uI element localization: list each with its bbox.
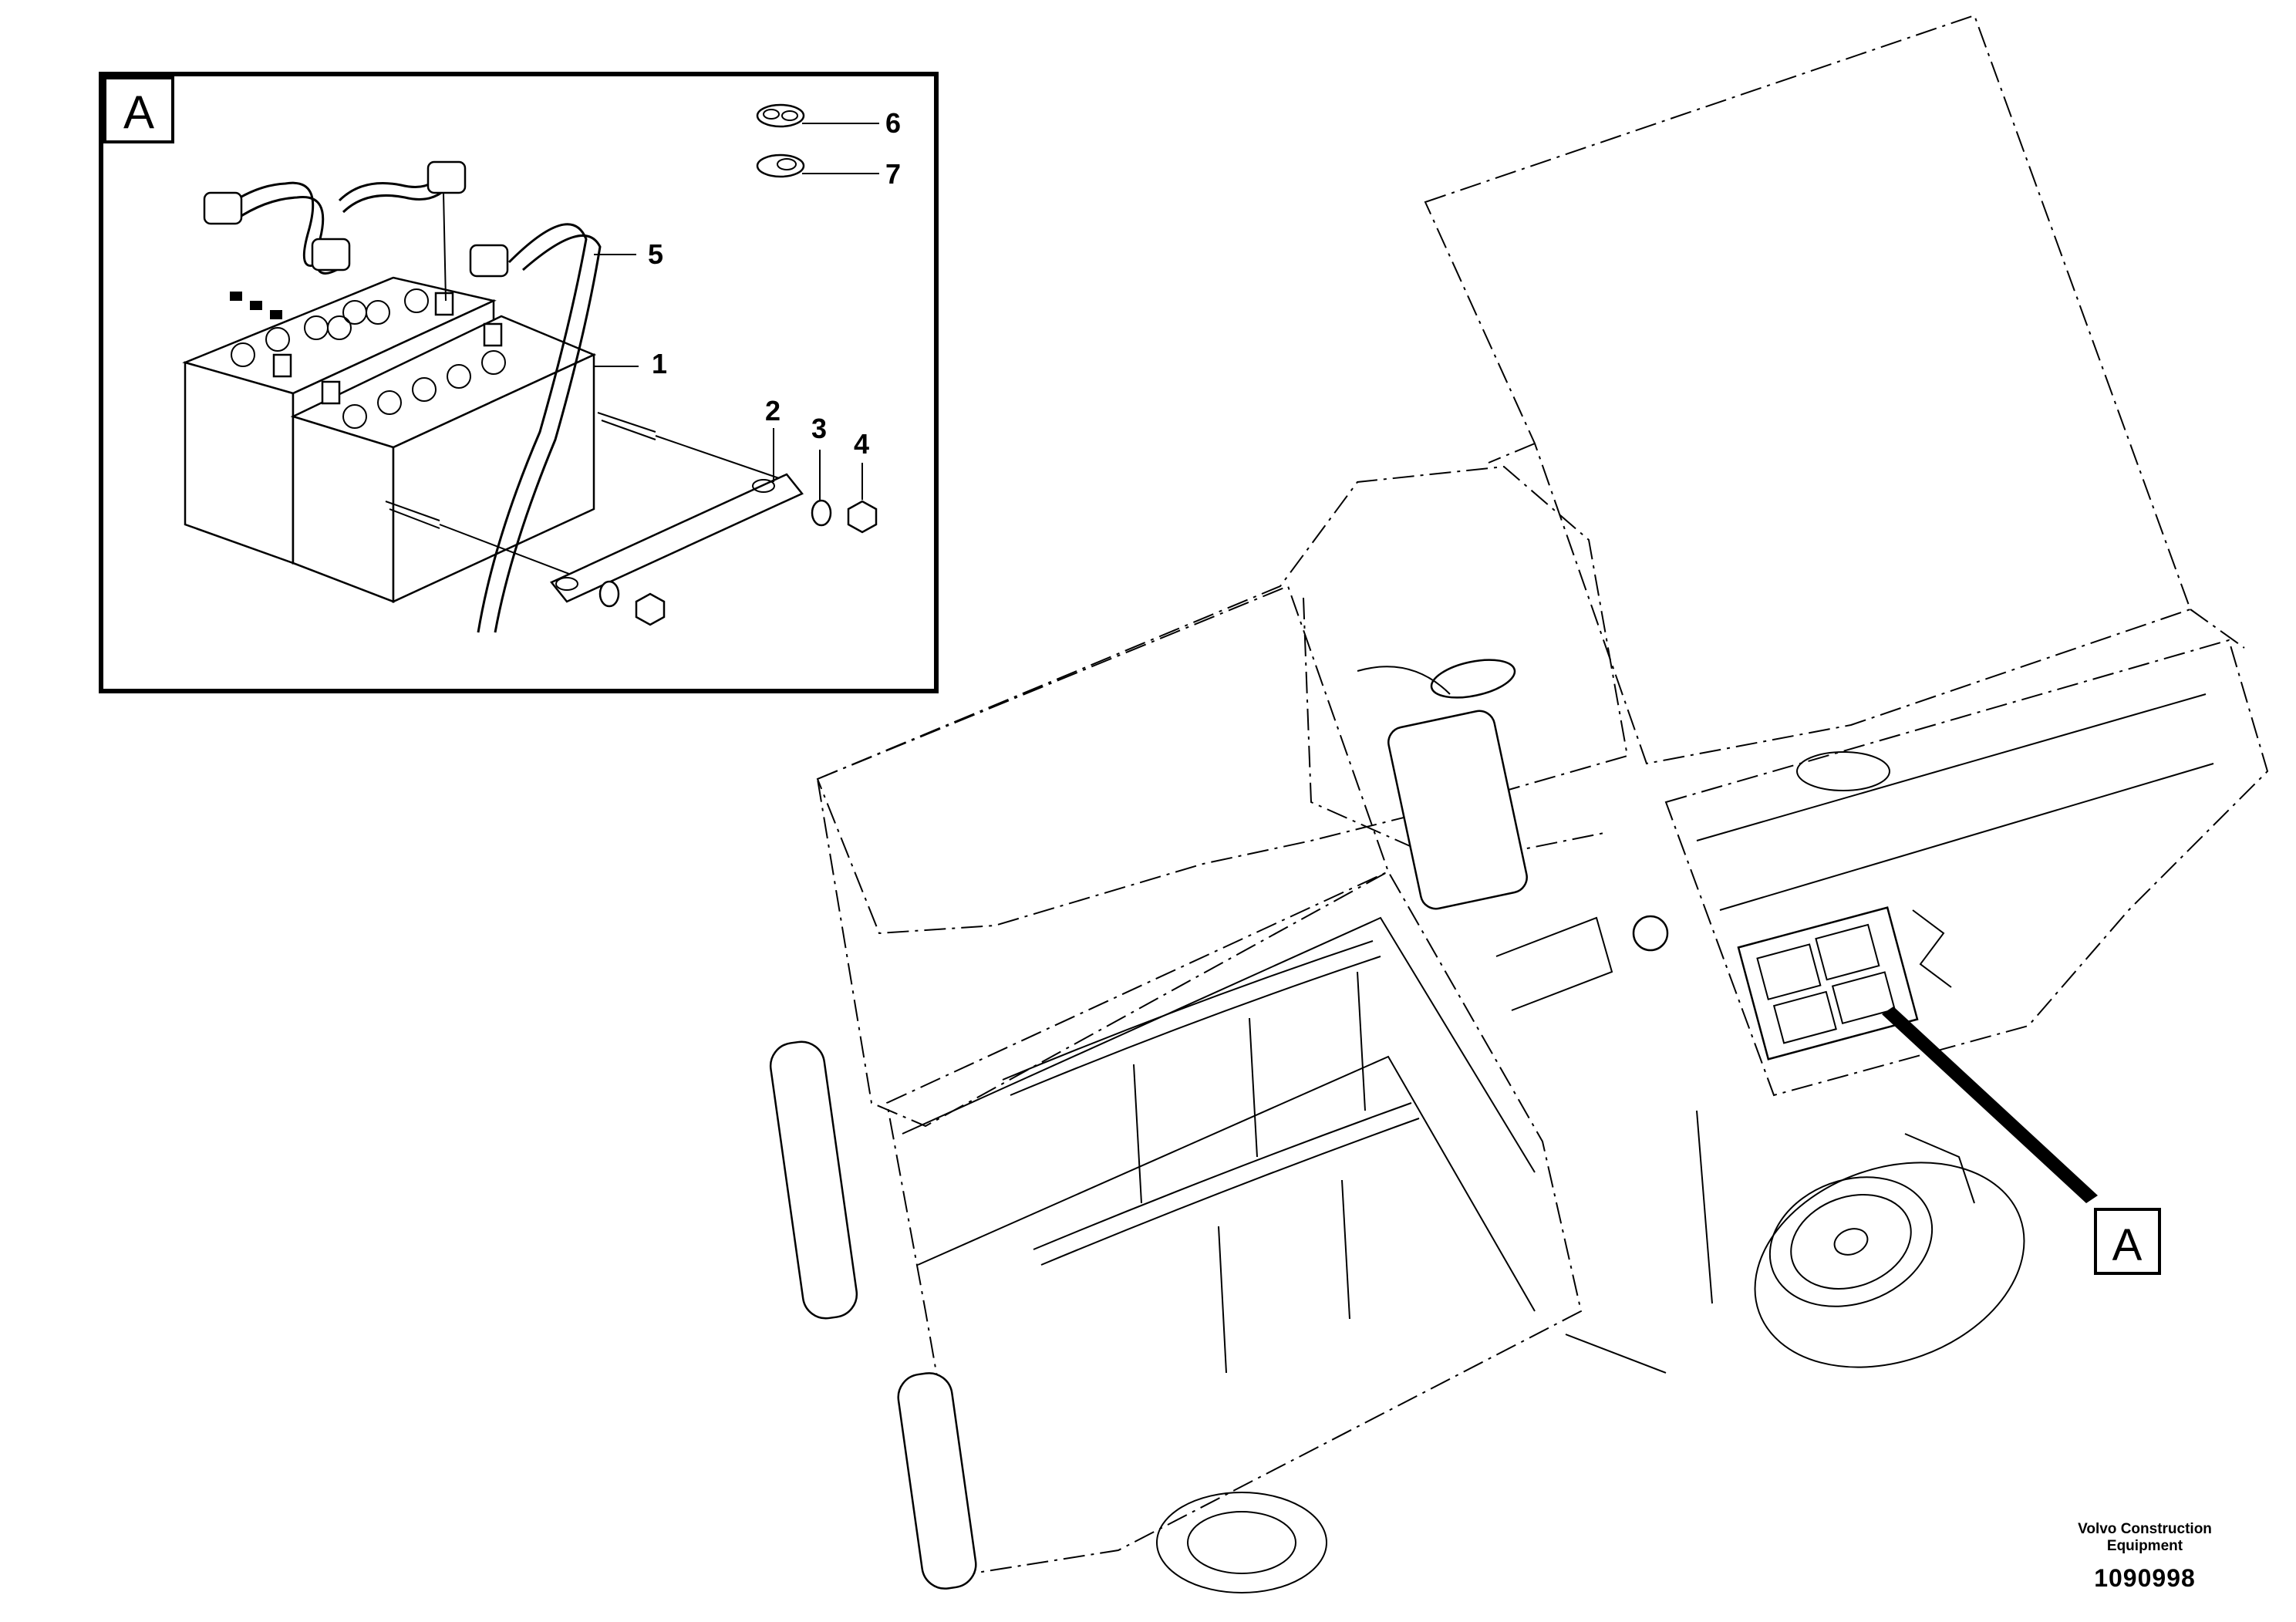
steering-wheel [1796, 751, 1890, 791]
nut [635, 592, 666, 626]
filler-cap [1632, 915, 1669, 952]
callout-6: 6 [885, 107, 901, 139]
rear-tire [1754, 1162, 2025, 1368]
terminal-post [321, 380, 341, 405]
engine-hood [816, 465, 1629, 935]
battery-compartment [1737, 906, 1952, 1061]
callout-4: 4 [854, 428, 869, 460]
terminal-post [483, 322, 503, 347]
battery-right [290, 288, 597, 603]
location-leader-line [1882, 1007, 2098, 1203]
hold-down-bolt [597, 412, 656, 433]
hold-down-bolt [385, 501, 440, 521]
washer [598, 580, 620, 608]
jumper-cable [223, 181, 332, 268]
left-deck [816, 585, 1390, 1128]
exhaust-stack [1387, 710, 1528, 910]
front-wheel [1156, 1492, 1327, 1593]
terminal-post [434, 292, 454, 316]
rear-frame [1664, 639, 2269, 1097]
company-name-line1: Volvo Construction [2078, 1521, 2212, 1537]
callout-2: 2 [765, 395, 781, 427]
detail-label-box [103, 76, 174, 143]
terminal-post [272, 353, 292, 378]
canopy-roof [1424, 14, 2192, 765]
footer: Volvo Construction Equipment 1090998 [2029, 1521, 2261, 1593]
callout-5: 5 [648, 238, 663, 270]
document-number: 1090998 [2094, 1564, 2196, 1592]
callout-7: 7 [885, 158, 901, 190]
nut [847, 500, 878, 534]
conveyor-frame [885, 870, 1583, 1575]
terminal-cover-black [756, 153, 805, 178]
cable-5 [477, 223, 588, 633]
location-marker: A [2094, 1208, 2161, 1275]
location-marker-label: A [2112, 1220, 2143, 1270]
detail-view-label: A [123, 86, 154, 138]
callout-1: 1 [652, 348, 667, 379]
washer [811, 499, 832, 527]
front-roller-upper [769, 1040, 858, 1320]
terminal-cover-red [756, 103, 805, 128]
machine-overview [769, 14, 2269, 1593]
clamp-bar [550, 473, 804, 603]
rear-wheel-rim [1768, 1176, 1934, 1307]
callout-3: 3 [811, 413, 827, 444]
front-roller-lower [897, 1372, 977, 1590]
detail-view-a: A [99, 72, 939, 693]
company-name-line2: Equipment [2106, 1538, 2183, 1554]
